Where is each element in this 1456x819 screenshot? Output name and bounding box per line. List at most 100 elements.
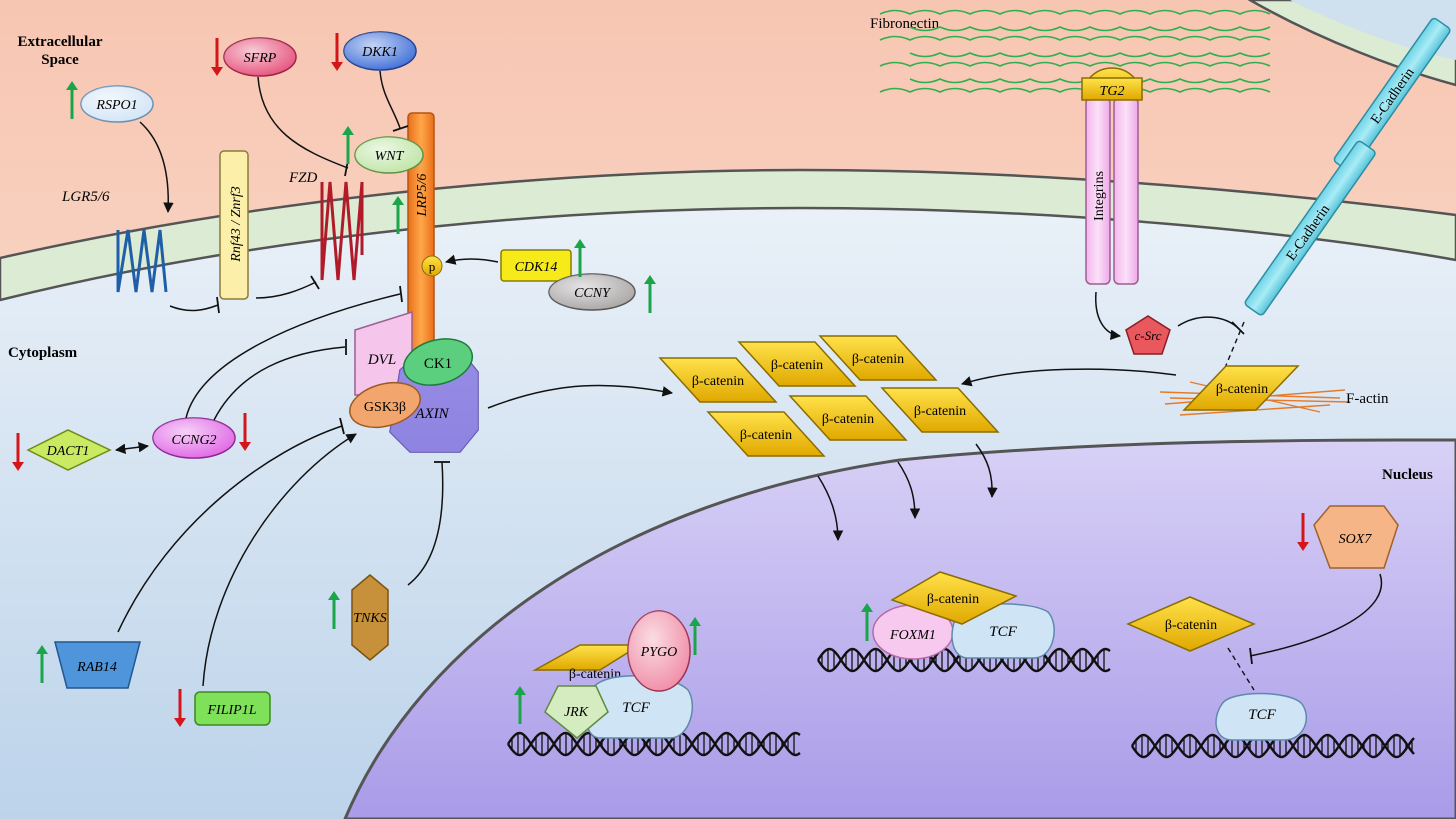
dkk1-inhibit-bar <box>392 125 409 132</box>
sox7-inhibits-bcat <box>1249 573 1383 657</box>
bcat-complex2-shape <box>890 571 1018 625</box>
gsk-shape <box>349 381 421 429</box>
tg2-label: TG2 <box>1100 84 1125 99</box>
rab14-shape <box>54 641 141 689</box>
bcat-cytoplasm-label: β-catenin <box>852 352 904 367</box>
rab14-label: RAB14 <box>76 660 117 675</box>
sfrp-down-regulation-arrow <box>211 38 223 76</box>
bcat-free-label: β-catenin <box>1165 618 1217 633</box>
csrc-label: c-Src <box>1135 328 1162 343</box>
pygo-label: PYGO <box>640 645 678 660</box>
bcat-cytoplasm-1: β-catenin <box>658 357 778 403</box>
tnks-label: TNKS <box>353 611 386 626</box>
bcat-membrane-shape <box>1182 365 1300 411</box>
dkk1-down-regulation-arrow <box>331 33 343 71</box>
jrk-label: JRK <box>564 705 589 720</box>
ccng2-label: CCNG2 <box>171 433 216 448</box>
phospho-site <box>421 255 443 277</box>
dvl-label: DVL <box>367 352 396 368</box>
extracellular-label-line2: Space <box>41 52 79 68</box>
ck1-label: CK1 <box>424 356 452 372</box>
pygo-up-regulation-arrow <box>689 617 701 655</box>
rspo1-node: RSPO1 <box>80 85 154 123</box>
fzd-label: FZD <box>288 170 318 186</box>
cdk14-box <box>500 249 572 282</box>
filip1l-down-regulation-arrow <box>174 689 186 727</box>
bcat-nuclear-entry-1 <box>817 475 844 542</box>
rab14-up-regulation-arrow <box>36 645 48 683</box>
tg2-box <box>1081 77 1143 101</box>
rnf-inhibit-bar <box>310 275 320 290</box>
rnf43-znrf3-label: Rnf43 / Znrf3 <box>229 186 244 262</box>
dact1-ccng2-interaction <box>114 441 150 455</box>
ccny-label: CCNY <box>574 286 612 301</box>
bcat-cytoplasm-4: β-catenin <box>706 411 826 457</box>
regulation-arrows <box>12 33 1309 727</box>
rspo1-up-regulation-arrow <box>66 81 78 119</box>
sox7-down-regulation-arrow <box>1297 513 1309 551</box>
tcf-complex2-label: TCF <box>989 624 1017 640</box>
fibronectin-fibers <box>879 9 1271 93</box>
dact1-down-regulation-arrow <box>12 433 24 471</box>
dna-helix-3 <box>1131 733 1415 759</box>
nucleus-label: Nucleus <box>1382 467 1433 483</box>
rnf43-znrf3-box <box>219 150 249 300</box>
integrins-label: Integrins <box>1092 171 1107 221</box>
bcat-cytoplasm-3: β-catenin <box>818 335 938 381</box>
lgr-receptor <box>116 229 168 293</box>
filip1l-label: FILIP1L <box>207 703 257 718</box>
bcat-cytoplasm-label: β-catenin <box>740 428 792 443</box>
gsk-label: GSK3β <box>364 400 406 415</box>
dact1-shape <box>26 429 112 471</box>
filip1l-box <box>194 691 271 726</box>
rspo1-to-lgr-arrow <box>139 121 174 214</box>
bcat-membrane-label: β-catenin <box>1216 382 1268 397</box>
sfrp-inhibits-wnt <box>257 76 349 169</box>
ccng2-down-regulation-arrow <box>239 413 251 451</box>
ck1-shape <box>402 338 474 386</box>
bcat-nuclear-entry-2 <box>897 461 921 520</box>
lgr-label: LGR5/6 <box>61 189 110 205</box>
integrin-beta <box>1113 97 1139 285</box>
bcat-release-arrow <box>960 368 1177 387</box>
lgr-inhibit-bar <box>216 296 220 314</box>
bcat-cytoplasm-label: β-catenin <box>771 358 823 373</box>
tcf-complex3-label: TCF <box>1248 707 1276 723</box>
lrp-label: LRP5/6 <box>415 174 430 218</box>
bcat-nuclear-entry-3 <box>975 443 998 499</box>
tnks-shape <box>351 574 389 661</box>
bcat-complex2-label: β-catenin <box>927 592 979 607</box>
csrc-inhibit-bar <box>1231 321 1245 335</box>
factin-label: F-actin <box>1346 391 1389 407</box>
integrin-to-csrc <box>1095 291 1122 341</box>
tcf-complex1-label: TCF <box>622 700 650 716</box>
sox7-inhibit-bar <box>1249 647 1253 665</box>
rnf-inhibits-fzd <box>255 281 317 299</box>
dact1-label: DACT1 <box>46 444 90 459</box>
rab14-inhibit-bar <box>339 417 345 435</box>
sfrp-label: SFRP <box>244 51 277 66</box>
tnks-inhibits-axin <box>407 461 444 586</box>
fibronectin-label: Fibronectin <box>870 16 940 32</box>
ccny-up-regulation-arrow <box>644 275 656 313</box>
bcat-free-shape <box>1126 596 1256 652</box>
rspo1-label: RSPO1 <box>95 98 137 113</box>
filip1l-activates-gsk <box>202 433 357 687</box>
cdk14-up-regulation-arrow <box>574 239 586 277</box>
csrc-shape <box>1125 315 1171 355</box>
dkk1-inhibits-lrp <box>379 70 401 129</box>
dkk1-node: DKK1 <box>343 31 417 71</box>
cdk14-label: CDK14 <box>515 260 558 275</box>
bcat-cytoplasm-6: β-catenin <box>880 387 1000 433</box>
axin-label: AXIN <box>414 406 449 422</box>
bcat-cytoplasm-2: β-catenin <box>737 341 857 387</box>
dkk1-label: DKK1 <box>361 45 398 60</box>
foxm1-label: FOXM1 <box>889 628 936 643</box>
bcat-cytoplasm-label: β-catenin <box>914 404 966 419</box>
ccng2-lrp-inhibit-bar <box>399 285 403 303</box>
wnt-node: WNT <box>354 136 424 174</box>
jrk-up-regulation-arrow <box>514 686 526 724</box>
bcat-cytoplasm-label: β-catenin <box>822 412 874 427</box>
